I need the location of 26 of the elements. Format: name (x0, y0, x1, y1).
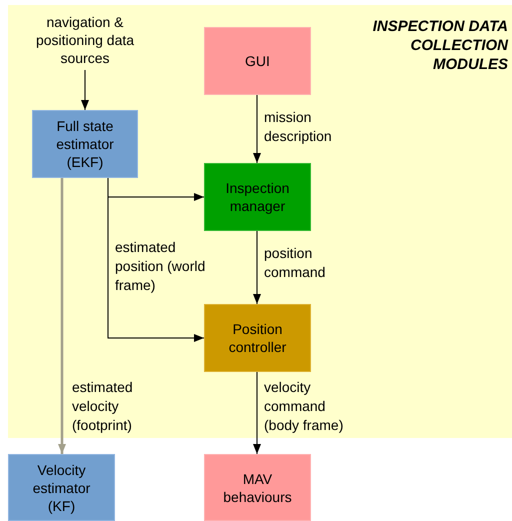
process-box (204, 304, 311, 372)
edge-label: velocity command (body frame) (264, 378, 344, 435)
node-label: Velocity estimator (KF) (32, 460, 92, 514)
process-box (204, 163, 311, 231)
region-title: INSPECTION DATA COLLECTION MODULES (372, 17, 508, 74)
arrow (81, 70, 89, 110)
node-label: navigation & positioning data sources (35, 13, 135, 67)
edge-label: position command (264, 244, 326, 282)
arrow (58, 178, 66, 454)
node-label: GUI (245, 52, 270, 70)
arrow (253, 230, 261, 304)
edge-label: estimated velocity (footprint) (72, 378, 134, 435)
arrow (253, 372, 261, 454)
node-label: Full state estimator (EKF) (55, 117, 115, 171)
arrow (108, 178, 204, 342)
node-label: MAV behaviours (222, 470, 293, 506)
process-box (204, 454, 311, 521)
process-box (204, 27, 311, 95)
arrow (253, 94, 261, 164)
process-box (32, 110, 138, 178)
node-label: Inspection manager (224, 179, 290, 215)
process-box (8, 454, 115, 521)
module-region (8, 5, 512, 438)
node-label: Position controller (228, 320, 288, 356)
edge-label: estimated position (world frame) (115, 238, 206, 295)
edge-label: mission description (264, 108, 333, 146)
